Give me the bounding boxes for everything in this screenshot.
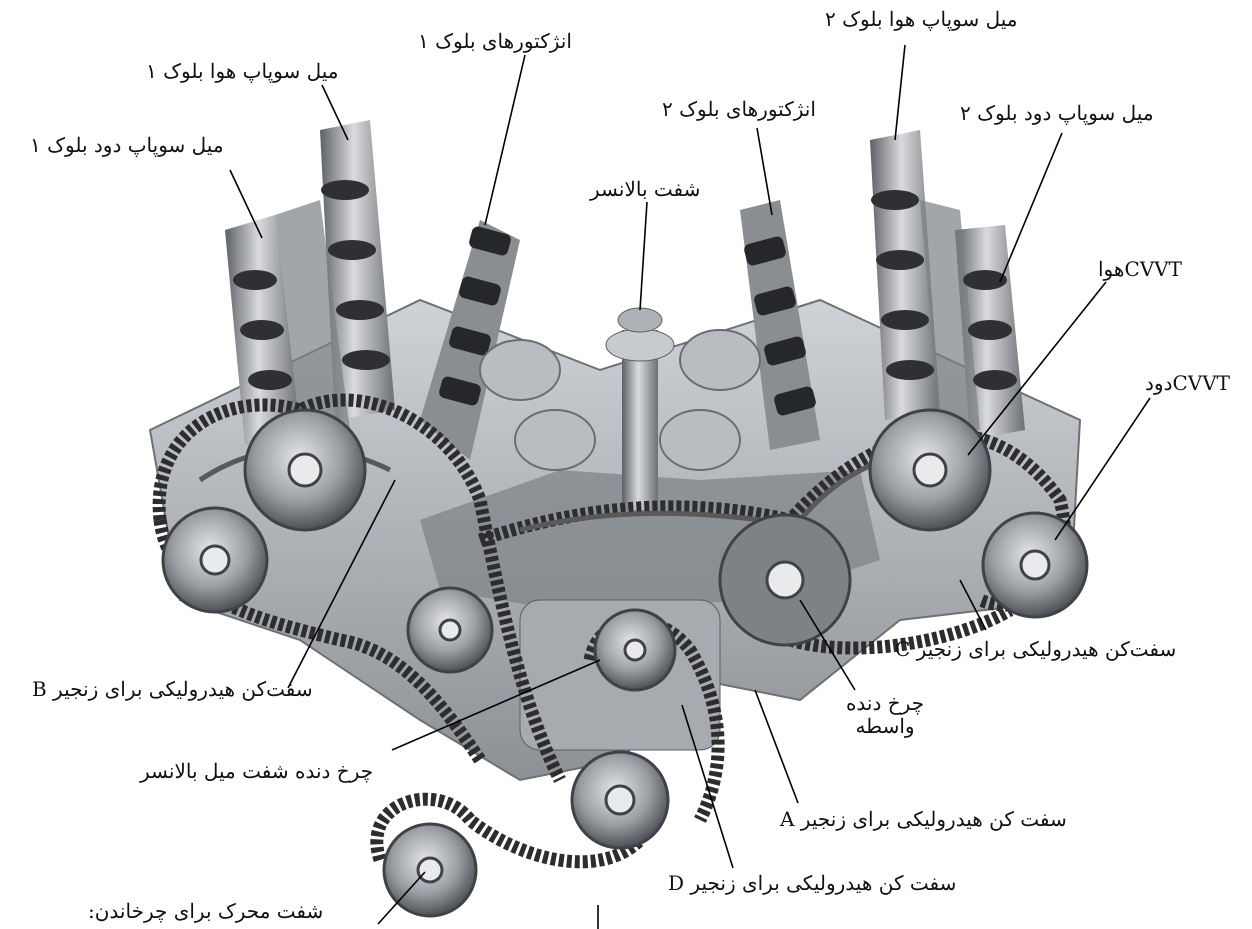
label-tensioner-c: سفت‌کن هیدرولیکی برای زنجیر C — [895, 638, 1176, 661]
label-injectors-bank2: انژکتورهای بلوک ۲ — [662, 98, 816, 121]
label-exhaust-cam-bank2: میل سوپاپ دود بلوک ۲ — [960, 102, 1154, 125]
label-exhaust-cam-bank1: میل سوپاپ دود بلوک ۱ — [30, 134, 224, 157]
bank2-camshafts — [870, 130, 1025, 440]
label-tensioner-b: سفت‌کن هیدرولیکی برای زنجیر B — [32, 678, 313, 701]
label-injectors-bank1: انژکتورهای بلوک ۱ — [418, 30, 572, 53]
label-intake-cam-bank2: میل سوپاپ هوا بلوک ۲ — [825, 8, 1018, 31]
label-balancer-gear: چرخ دنده شفت میل بالانسر — [140, 760, 373, 783]
label-cvvt-exhaust: CVVTدود — [1145, 372, 1230, 395]
label-tensioner-a: سفت کن هیدرولیکی برای زنجیر A — [780, 808, 1067, 831]
label-idler-gear: چرخ دنده واسطه — [830, 692, 940, 738]
label-idler-gear-line1: چرخ دنده — [830, 692, 940, 715]
label-drive-shaft: شفت محرک برای چرخاندن: — [88, 900, 323, 923]
label-balancer-shaft: شفت بالانسر — [590, 178, 700, 201]
label-intake-cam-bank1: میل سوپاپ هوا بلوک ۱ — [146, 60, 339, 83]
label-cvvt-intake: CVVTهوا — [1098, 258, 1182, 281]
label-tensioner-d: سفت کن هیدرولیکی برای زنجیر D — [668, 872, 956, 895]
label-idler-gear-line2: واسطه — [830, 715, 940, 738]
